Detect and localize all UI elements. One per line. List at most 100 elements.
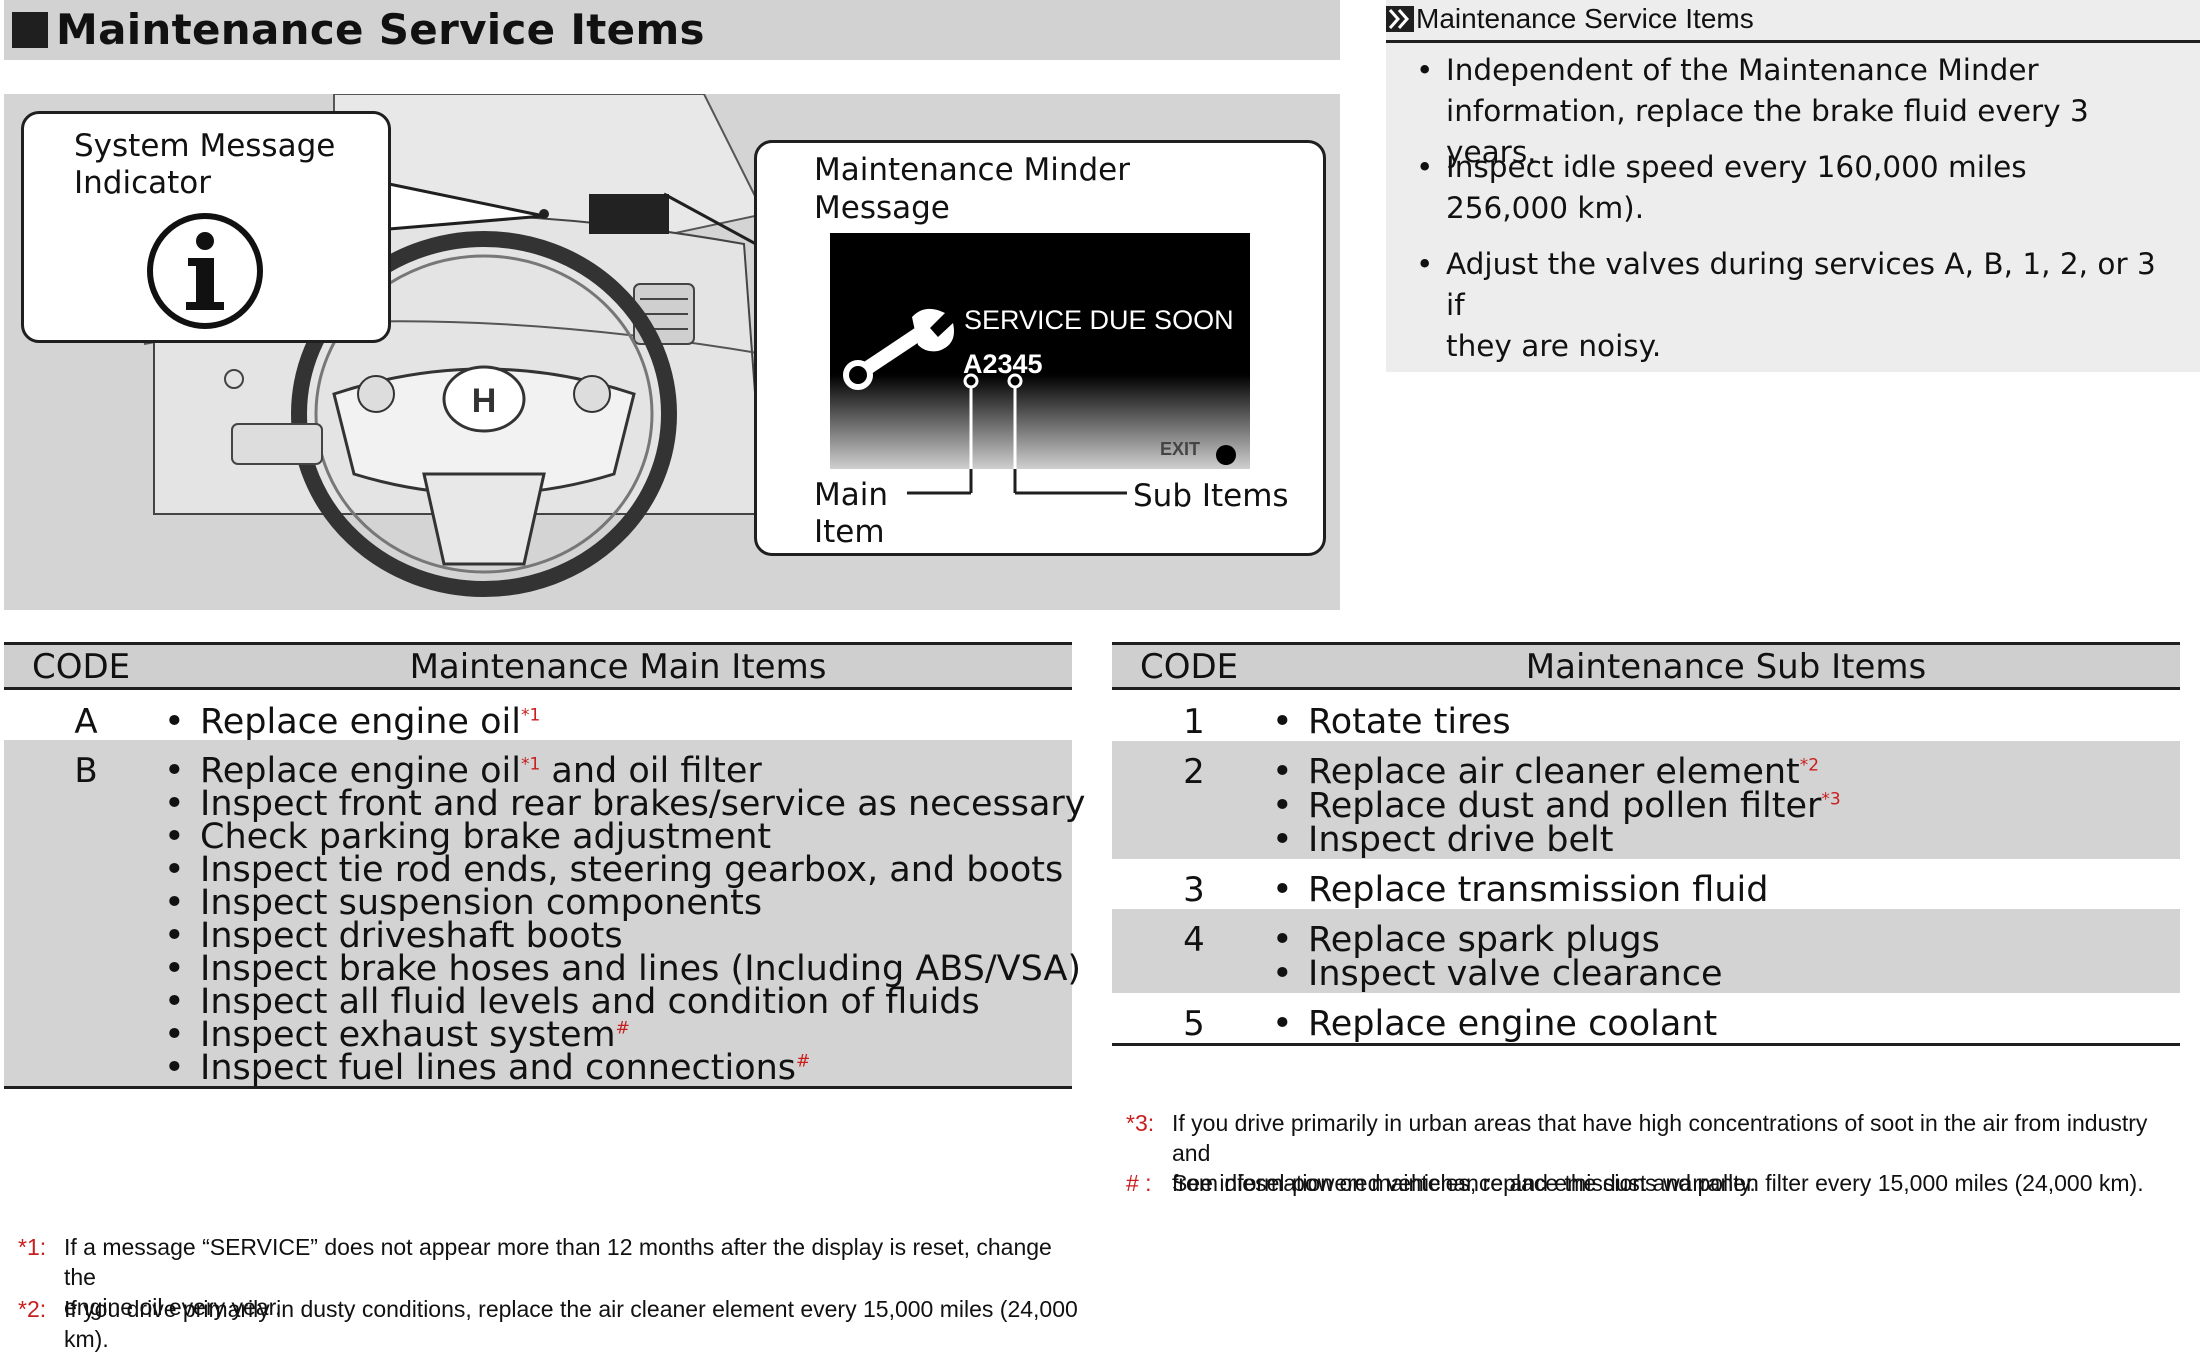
svg-text:H: H [472, 382, 497, 420]
main-items-table: CODE Maintenance Main Items A•Replace en… [4, 642, 1086, 1208]
table-row: 1 • Rotate tires [1112, 691, 2180, 742]
system-message-indicator-callout: System Message Indicator [21, 111, 391, 343]
bullet: • [164, 1015, 185, 1055]
bullet: • [1272, 954, 1293, 994]
list-item: • Replace engine coolant [1272, 1001, 1717, 1047]
bullet: • [164, 817, 185, 857]
item-text: Inspect suspension components [200, 883, 763, 923]
display-exit-label: EXIT [1160, 439, 1201, 459]
footnote-line: See information on maintenance and emiss… [1172, 1170, 1756, 1196]
item-text: Inspect tie rod ends, steering gearbox, … [200, 850, 1064, 890]
sub-items-table: CODE Maintenance Sub Items 1 • Rotate tire… [1112, 642, 2180, 1082]
item-text: Inspect brake hoses and lines (Including… [200, 949, 1082, 989]
code-column-header: CODE [1140, 647, 1239, 687]
bullet: • [1272, 702, 1293, 742]
notes-panel: Maintenance Service Items • Independent … [1386, 0, 2200, 372]
item-text: Inspect fuel lines and connections [200, 1048, 797, 1088]
footnote-mark: *3: [1126, 1110, 1155, 1136]
display-sub-codes: 2345 [982, 349, 1043, 379]
minder-label: Maintenance Minder Message [814, 151, 1130, 227]
display-service-code: A2345 [963, 349, 1043, 380]
bullet: • [1272, 870, 1293, 910]
notes-header-rule [1386, 40, 2200, 43]
table-row: 2•Replace air cleaner element*2•Replace … [1112, 741, 2180, 860]
maintenance-minder-callout: Maintenance Minder Message [754, 140, 1326, 556]
minder-display: SERVICE DUE SOON A2345 EXIT [830, 233, 1250, 469]
table-row: 4 • Replace spark plugs • Inspect valve clea… [1112, 909, 2180, 994]
list-item: •Check parking brake adjustment [164, 814, 771, 860]
table-row: B•Replace engine oil*1 and oil filter•In… [4, 740, 1086, 1088]
footnote-ref: # [615, 1018, 630, 1039]
notes-header-text: Maintenance Service Items [1416, 3, 1754, 34]
footnote-line: km). [64, 1326, 109, 1352]
note-line: they are noisy. [1446, 329, 1662, 363]
list-item: • Replace spark plugs [1272, 917, 1660, 963]
footnote-3: *3: If you drive primarily in urban area… [1126, 1108, 2186, 1196]
item-text: Replace transmission fluid [1308, 870, 1769, 910]
row-code: B [74, 751, 98, 791]
page-title: Maintenance Service Items [56, 5, 705, 54]
footnote-ref: *1 [520, 705, 541, 726]
bullet: • [164, 702, 185, 742]
bullet: • [1272, 920, 1293, 960]
item-text: Inspect valve clearance [1308, 954, 1723, 994]
list-item: •Replace dust and pollen filter*3 [1272, 783, 1841, 829]
bullet: • [164, 916, 185, 956]
note-line: Independent of the Maintenance Minder [1446, 53, 2039, 87]
footnote-line: engine oil every year. [64, 1294, 282, 1320]
info-icon [147, 213, 263, 329]
list-item: • Replace engine oil*1 [164, 699, 540, 745]
list-item: •Inspect front and rear brakes/service a… [164, 781, 1086, 827]
display-main-code: A [963, 349, 983, 379]
bullet: • [164, 850, 185, 890]
indicator-label-line2: Indicator [74, 165, 211, 201]
list-item: •Replace air cleaner element*2 [1272, 749, 1819, 795]
item-text: Replace air cleaner element [1308, 752, 1800, 792]
display-screen [830, 233, 1250, 469]
item-text: Inspect all fluid levels and condition o… [200, 982, 980, 1022]
note-item: • Adjust the valves during services A, B… [1416, 244, 2176, 367]
note-item: • Independent of the Maintenance Minder … [1416, 50, 2176, 173]
item-text: Replace engine coolant [1308, 1004, 1718, 1044]
row-code: 1 [1183, 702, 1205, 742]
item-text: Rotate tires [1308, 702, 1511, 742]
list-item: •Inspect fuel lines and connections# [164, 1045, 810, 1091]
sub-table-header: CODE Maintenance Sub Items [1112, 642, 2180, 690]
title-marker-square [12, 12, 48, 48]
row-code: 3 [1183, 870, 1205, 910]
row-code: 4 [1183, 920, 1205, 960]
sub-items-label: Sub Items [1133, 478, 1289, 514]
item-text: Replace engine oil [200, 702, 521, 742]
title-bar: Maintenance Service Items [4, 0, 1340, 60]
minder-label-line2: Message [814, 190, 950, 226]
footnote-mark: *1: [18, 1234, 47, 1260]
wrench-icon [843, 308, 954, 390]
pointer-lines [907, 469, 1127, 495]
list-item: •Replace engine oil*1 and oil filter [164, 748, 762, 794]
list-item: •Inspect brake hoses and lines (Includin… [164, 946, 1081, 992]
footnote-line: from diesel-powered vehicles, replace th… [1172, 1170, 2144, 1196]
table-bottom-rule [1112, 1043, 2180, 1046]
bullet: • [164, 784, 185, 824]
main-item-label-line2: Item [814, 514, 885, 550]
list-item: • Inspect valve clearance [1272, 951, 1723, 997]
bullet: • [164, 751, 185, 791]
item-text: Replace spark plugs [1308, 920, 1660, 960]
item-text: Inspect exhaust system [200, 1015, 616, 1055]
item-text: Replace dust and pollen filter [1308, 786, 1822, 826]
indicator-label: System Message Indicator [74, 128, 335, 202]
list-item: • Inspect tie rod ends, steering gearbox,… [164, 847, 1063, 893]
bullet: • [1272, 820, 1293, 860]
notes-header: Maintenance Service Items [1386, 0, 2200, 40]
list-item: •Inspect all fluid levels and condition … [164, 979, 980, 1025]
note-line: Adjust the valves during services A, B, … [1446, 247, 2156, 322]
list-item: •Inspect driveshaft boots [164, 913, 623, 959]
table-row: A•Replace engine oil*1 [4, 691, 1072, 742]
footnote-ref: *2 [1799, 755, 1820, 776]
footnote-line: If you drive primarily in urban areas th… [1172, 1110, 2148, 1166]
row-code: 5 [1183, 1004, 1205, 1044]
bullet: • [1272, 1004, 1293, 1044]
footnote-hash: # : See information on maintenance and e… [1126, 1168, 2186, 1200]
table-row: 3 • Replace transmission fluid [1112, 859, 2180, 910]
note-line: information, replace the brake fluid eve… [1446, 94, 2089, 169]
